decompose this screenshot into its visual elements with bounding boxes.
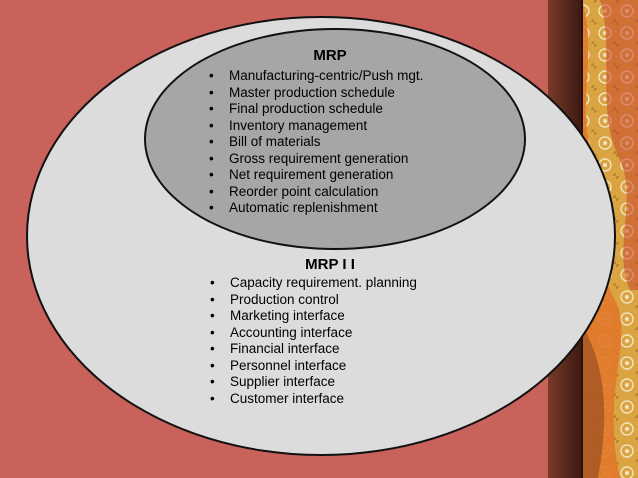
mrp-title: MRP — [313, 47, 347, 64]
list-item: Bill of materials — [205, 134, 423, 151]
list-item: Inventory management — [205, 118, 423, 135]
list-item: Net requirement generation — [205, 167, 423, 184]
mrp2-title: MRP I I — [305, 256, 355, 273]
list-item: Capacity requirement. planning — [206, 275, 417, 292]
list-item: Reorder point calculation — [205, 184, 423, 201]
list-item: Master production schedule — [205, 85, 423, 102]
list-item: Gross requirement generation — [205, 151, 423, 168]
mrp2-feature-list: Capacity requirement. planning Productio… — [206, 275, 417, 407]
list-item: Accounting interface — [206, 325, 417, 342]
mrp-feature-list: Manufacturing-centric/Push mgt. Master p… — [205, 68, 423, 217]
list-item: Automatic replenishment — [205, 200, 423, 217]
list-item: Supplier interface — [206, 374, 417, 391]
list-item: Customer interface — [206, 391, 417, 408]
list-item: Financial interface — [206, 341, 417, 358]
list-item: Personnel interface — [206, 358, 417, 375]
list-item: Final production schedule — [205, 101, 423, 118]
list-item: Production control — [206, 292, 417, 309]
list-item: Manufacturing-centric/Push mgt. — [205, 68, 423, 85]
list-item: Marketing interface — [206, 308, 417, 325]
